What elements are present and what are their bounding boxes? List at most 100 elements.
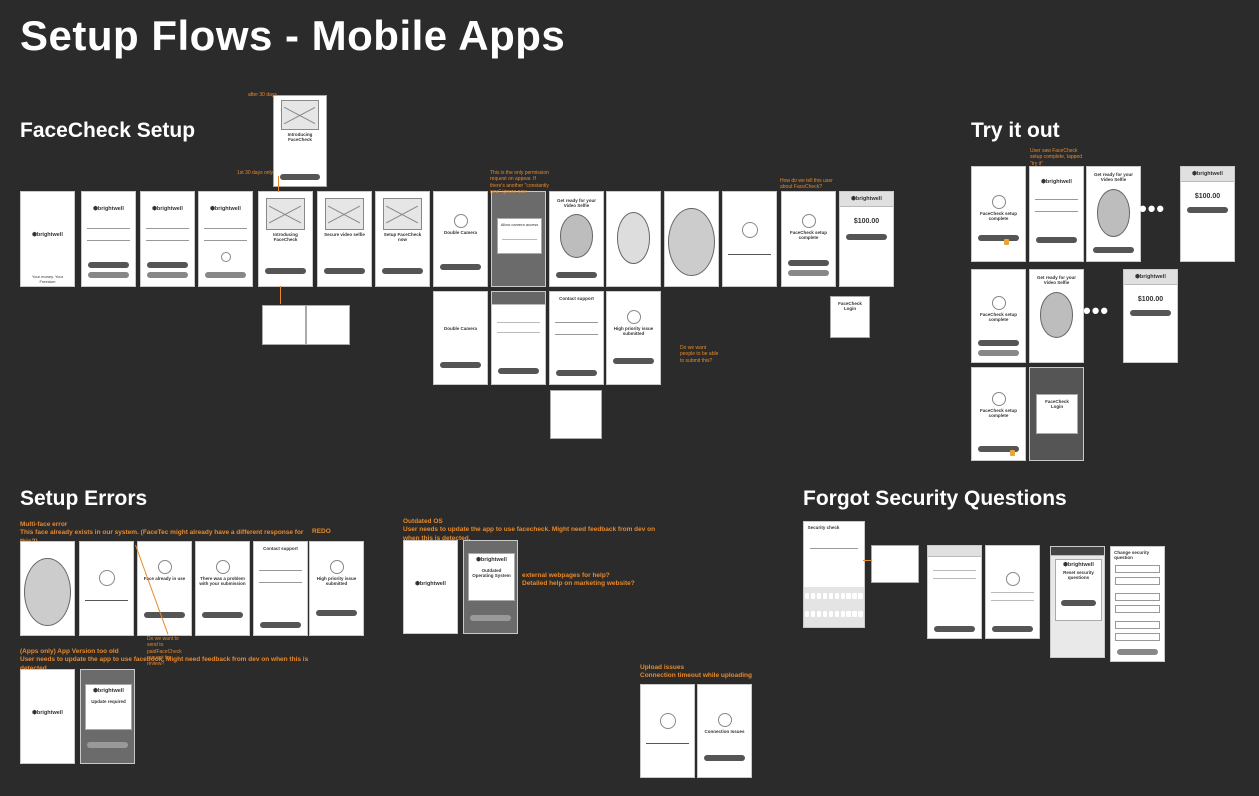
update-button[interactable] <box>470 615 511 621</box>
card-heading: Reset security questions <box>1063 570 1094 581</box>
screen-heading: High priority issue submitted <box>613 326 654 337</box>
card-forgot-question <box>871 545 919 583</box>
dashboard-button[interactable] <box>978 350 1019 356</box>
screen-heading: There was a problem with your submission <box>199 576 246 587</box>
tap-cursor-icon <box>1010 450 1015 456</box>
check-icon <box>330 560 344 574</box>
contact-support-button[interactable] <box>202 612 243 618</box>
screen-splash: ⬢brightwell Your money. Your Freedom <box>20 191 75 287</box>
save-button[interactable] <box>1117 649 1158 655</box>
tryit-dashboard-2: ⬢brightwell $100.00 <box>1123 269 1178 363</box>
detailed-help-note: Detailed help on marketing website? <box>522 580 635 588</box>
screen-face-scan-1 <box>606 191 661 287</box>
face-oval <box>668 208 715 276</box>
brand-logo: ⬢brightwell <box>1135 274 1166 280</box>
warning-icon <box>158 560 172 574</box>
outdated-os-dialog: ⬢brightwell Outdated Operating System <box>468 553 515 601</box>
screen-heading: Change security question <box>1114 550 1150 561</box>
forgot-change-question: Change security question <box>1110 546 1165 662</box>
tap-cursor-icon <box>1004 239 1009 245</box>
login-button[interactable] <box>147 262 188 268</box>
brand-logo: ⬢brightwell <box>93 206 124 212</box>
dialog-heading: Outdated Operating System <box>472 568 511 579</box>
screen-heading: Connection Issues <box>704 729 745 734</box>
try-it-button[interactable] <box>978 340 1019 346</box>
tryit-facecheck-login: FaceCheck Login <box>1029 367 1084 461</box>
app-version-desc: User needs to update the app to use face… <box>20 656 309 671</box>
check-icon <box>802 214 816 228</box>
screen-heading: Security check <box>807 525 840 530</box>
screen-heading: High priority issue submitted <box>316 576 357 587</box>
back-to-login-button[interactable] <box>316 610 357 616</box>
face-oval <box>616 212 651 264</box>
login-dialog: FaceCheck Login <box>1036 394 1078 434</box>
contact-support-button[interactable] <box>144 612 185 618</box>
error-high-priority: High priority issue submitted <box>309 541 364 636</box>
card-heading: Introducing FaceCheck <box>287 132 313 143</box>
error-contact-support: Contact support <box>253 541 308 636</box>
forgot-reset-web: ⬢brightwell Reset security questions <box>1050 546 1105 658</box>
balance-amount: $100.00 <box>853 218 880 225</box>
spinner-icon <box>221 252 231 262</box>
dashboard-button[interactable] <box>788 270 829 276</box>
submit-button[interactable] <box>934 626 975 632</box>
upload-icon <box>99 570 115 586</box>
reset-button[interactable] <box>1061 600 1096 606</box>
next-button[interactable] <box>324 268 365 274</box>
enable-camera-button[interactable] <box>440 362 481 368</box>
check-icon <box>992 296 1006 310</box>
start-button[interactable] <box>556 272 597 278</box>
screen-heading: Setup FaceCheck now <box>383 232 422 243</box>
section-setup-errors: Setup Errors <box>20 487 148 510</box>
forgot-open-email <box>927 545 982 639</box>
screen-heading: Get ready for your Video Selfie <box>556 198 596 209</box>
signup-button[interactable] <box>147 272 188 278</box>
update-button[interactable] <box>87 742 128 748</box>
send-button[interactable] <box>1187 207 1228 213</box>
screen-secure-selfie: Secure video selfie <box>317 191 372 287</box>
try-it-button[interactable] <box>788 260 829 266</box>
screen-permission-denied <box>491 291 546 385</box>
brand-logo: ⬢brightwell <box>93 688 124 694</box>
appversion-update-required: ⬢brightwell Update required <box>80 669 135 764</box>
error-face-scan <box>20 541 75 636</box>
screen-heading: Face already in use <box>143 576 186 581</box>
dashboard-button[interactable] <box>978 446 1019 452</box>
settings-button[interactable] <box>498 368 539 374</box>
setup-button[interactable] <box>382 268 423 274</box>
brand-logo: ⬢brightwell <box>1192 171 1223 177</box>
login-button[interactable] <box>1036 237 1077 243</box>
back-to-login-button[interactable] <box>613 358 654 364</box>
screen-setup-complete: FaceCheck setup complete <box>781 191 836 287</box>
get-started-button[interactable] <box>265 268 306 274</box>
try-again-button[interactable] <box>704 755 745 761</box>
ellipsis-icon: ••• <box>1083 298 1110 323</box>
enable-camera-button[interactable] <box>440 264 481 270</box>
brand-logo: ⬢brightwell <box>1041 179 1072 185</box>
redo-label: REDO <box>312 528 331 535</box>
keyboard[interactable] <box>804 587 864 627</box>
ellipsis-icon: ••• <box>1139 196 1166 221</box>
screen-heading: Contact support <box>263 546 298 551</box>
tryit-login: ⬢brightwell <box>1029 166 1084 262</box>
send-button[interactable] <box>846 234 887 240</box>
card-email-sent <box>550 390 602 439</box>
submit-button[interactable] <box>260 622 301 628</box>
submit-button[interactable] <box>556 370 597 376</box>
screen-heading: FaceCheck setup complete <box>979 211 1017 222</box>
screen-camera-permission: Allow camera access <box>491 191 546 287</box>
signup-button[interactable] <box>88 272 129 278</box>
face-oval <box>1096 189 1131 237</box>
brand-logo: ⬢brightwell <box>32 710 63 716</box>
upload-icon <box>742 222 758 238</box>
face-oval <box>559 214 594 258</box>
screen-heading: Double Camera <box>443 230 477 235</box>
try-it-button[interactable] <box>978 235 1019 241</box>
login-button[interactable] <box>88 262 129 268</box>
start-button[interactable] <box>1093 247 1134 253</box>
app-version-title: (Apps only) App Version too old <box>20 648 119 655</box>
tryit-get-ready: Get ready for your Video Selfie <box>1086 166 1141 262</box>
send-button[interactable] <box>1130 310 1171 316</box>
reset-card: ⬢brightwell Reset security questions <box>1055 559 1102 621</box>
back-to-login-button[interactable] <box>992 626 1033 632</box>
